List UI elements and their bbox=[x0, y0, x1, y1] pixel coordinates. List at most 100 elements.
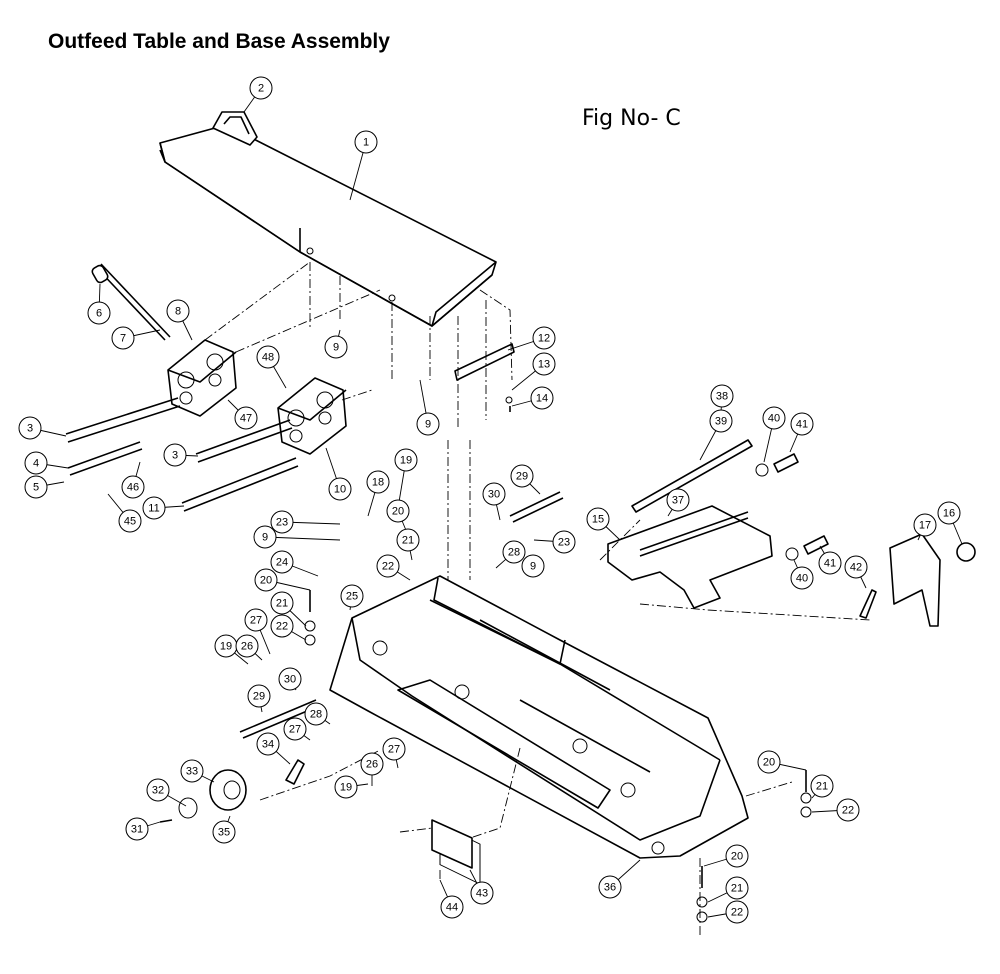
svg-text:3: 3 bbox=[27, 423, 33, 435]
figure-label: Fig No- C bbox=[582, 106, 681, 131]
leader-lines bbox=[204, 261, 871, 936]
svg-text:48: 48 bbox=[262, 352, 274, 364]
svg-text:24: 24 bbox=[276, 557, 288, 569]
svg-text:36: 36 bbox=[604, 882, 616, 894]
svg-text:39: 39 bbox=[715, 416, 727, 428]
svg-text:40: 40 bbox=[796, 573, 808, 585]
callout-1: 1 bbox=[349, 130, 378, 201]
svg-text:15: 15 bbox=[592, 514, 604, 526]
svg-text:42: 42 bbox=[850, 562, 862, 574]
callout-17: 17 bbox=[913, 513, 937, 541]
svg-text:46: 46 bbox=[127, 482, 139, 494]
svg-text:47: 47 bbox=[240, 413, 252, 425]
callout-32: 32 bbox=[146, 778, 187, 807]
svg-text:37: 37 bbox=[672, 495, 684, 507]
svg-text:1: 1 bbox=[363, 137, 369, 149]
callout-27: 27 bbox=[244, 608, 271, 655]
callout-30: 30 bbox=[482, 482, 506, 521]
svg-text:25: 25 bbox=[346, 591, 358, 603]
svg-text:30: 30 bbox=[488, 489, 500, 501]
callout-39: 39 bbox=[699, 409, 733, 461]
svg-text:7: 7 bbox=[120, 333, 126, 345]
svg-text:20: 20 bbox=[260, 575, 272, 587]
guide-bar bbox=[631, 439, 753, 513]
svg-text:19: 19 bbox=[340, 782, 352, 794]
shafts bbox=[65, 263, 299, 512]
callout-45: 45 bbox=[107, 493, 142, 533]
svg-text:9: 9 bbox=[425, 419, 431, 431]
svg-text:4: 4 bbox=[33, 458, 39, 470]
svg-text:22: 22 bbox=[731, 907, 743, 919]
svg-text:20: 20 bbox=[763, 757, 775, 769]
callout-7: 7 bbox=[111, 326, 161, 350]
callout-46: 46 bbox=[121, 461, 145, 499]
svg-text:44: 44 bbox=[446, 902, 458, 914]
callout-22: 22 bbox=[270, 614, 307, 641]
svg-text:12: 12 bbox=[538, 333, 550, 345]
callout-29: 29 bbox=[510, 464, 541, 495]
callout-28: 28 bbox=[495, 540, 526, 569]
callout-22: 22 bbox=[707, 900, 749, 924]
svg-text:9: 9 bbox=[530, 561, 536, 573]
callout-40: 40 bbox=[762, 406, 786, 463]
callout-24: 24 bbox=[270, 550, 319, 577]
callout-44: 44 bbox=[439, 879, 464, 919]
strip-and-fasteners bbox=[454, 343, 515, 412]
callout-22: 22 bbox=[811, 798, 860, 822]
callout-9: 9 bbox=[324, 329, 348, 359]
callout-27: 27 bbox=[283, 717, 311, 741]
bracket-right bbox=[277, 377, 347, 455]
svg-text:9: 9 bbox=[262, 532, 268, 544]
svg-text:29: 29 bbox=[253, 691, 265, 703]
callout-34: 34 bbox=[256, 732, 291, 765]
callout-5: 5 bbox=[24, 475, 65, 499]
callout-26: 26 bbox=[360, 752, 384, 786]
svg-text:11: 11 bbox=[148, 503, 159, 515]
svg-text:26: 26 bbox=[241, 641, 253, 653]
callout-47: 47 bbox=[227, 399, 258, 430]
svg-text:23: 23 bbox=[558, 537, 570, 549]
guard-plate bbox=[607, 505, 773, 609]
callout-20: 20 bbox=[386, 499, 411, 541]
callout-25: 25 bbox=[340, 584, 364, 611]
svg-text:19: 19 bbox=[220, 641, 232, 653]
callout-37: 37 bbox=[666, 488, 690, 517]
callout-26: 26 bbox=[235, 634, 263, 661]
callout-12: 12 bbox=[507, 326, 556, 351]
svg-text:26: 26 bbox=[366, 759, 378, 771]
svg-text:27: 27 bbox=[289, 724, 301, 736]
page-title: Outfeed Table and Base Assembly bbox=[48, 30, 390, 53]
svg-text:43: 43 bbox=[476, 888, 488, 900]
callout-35: 35 bbox=[212, 815, 236, 844]
svg-text:16: 16 bbox=[943, 508, 955, 520]
callout-30: 30 bbox=[278, 667, 302, 691]
callout-21: 21 bbox=[396, 528, 420, 561]
callout-16: 16 bbox=[937, 501, 963, 545]
svg-text:21: 21 bbox=[816, 781, 828, 793]
leveling-bolts bbox=[304, 590, 812, 923]
outfeed-table bbox=[159, 124, 497, 327]
washers-and-bolts bbox=[755, 453, 829, 561]
svg-text:27: 27 bbox=[250, 615, 262, 627]
svg-text:32: 32 bbox=[152, 785, 164, 797]
svg-text:22: 22 bbox=[842, 805, 854, 817]
svg-text:2: 2 bbox=[258, 83, 264, 95]
svg-text:28: 28 bbox=[310, 709, 322, 721]
svg-text:35: 35 bbox=[218, 827, 230, 839]
callout-19: 19 bbox=[334, 775, 369, 799]
callout-14: 14 bbox=[511, 386, 554, 410]
svg-text:41: 41 bbox=[824, 558, 836, 570]
callout-31: 31 bbox=[125, 817, 161, 841]
callout-29: 29 bbox=[247, 684, 271, 713]
svg-text:34: 34 bbox=[262, 739, 274, 751]
callout-28: 28 bbox=[304, 702, 331, 726]
svg-text:13: 13 bbox=[538, 359, 550, 371]
callout-21: 21 bbox=[810, 774, 834, 799]
callout-3: 3 bbox=[18, 416, 67, 440]
callout-15: 15 bbox=[586, 507, 621, 541]
svg-text:27: 27 bbox=[388, 744, 400, 756]
callout-23: 23 bbox=[270, 510, 341, 534]
callout-19: 19 bbox=[214, 634, 249, 665]
callout-4: 4 bbox=[24, 451, 69, 475]
